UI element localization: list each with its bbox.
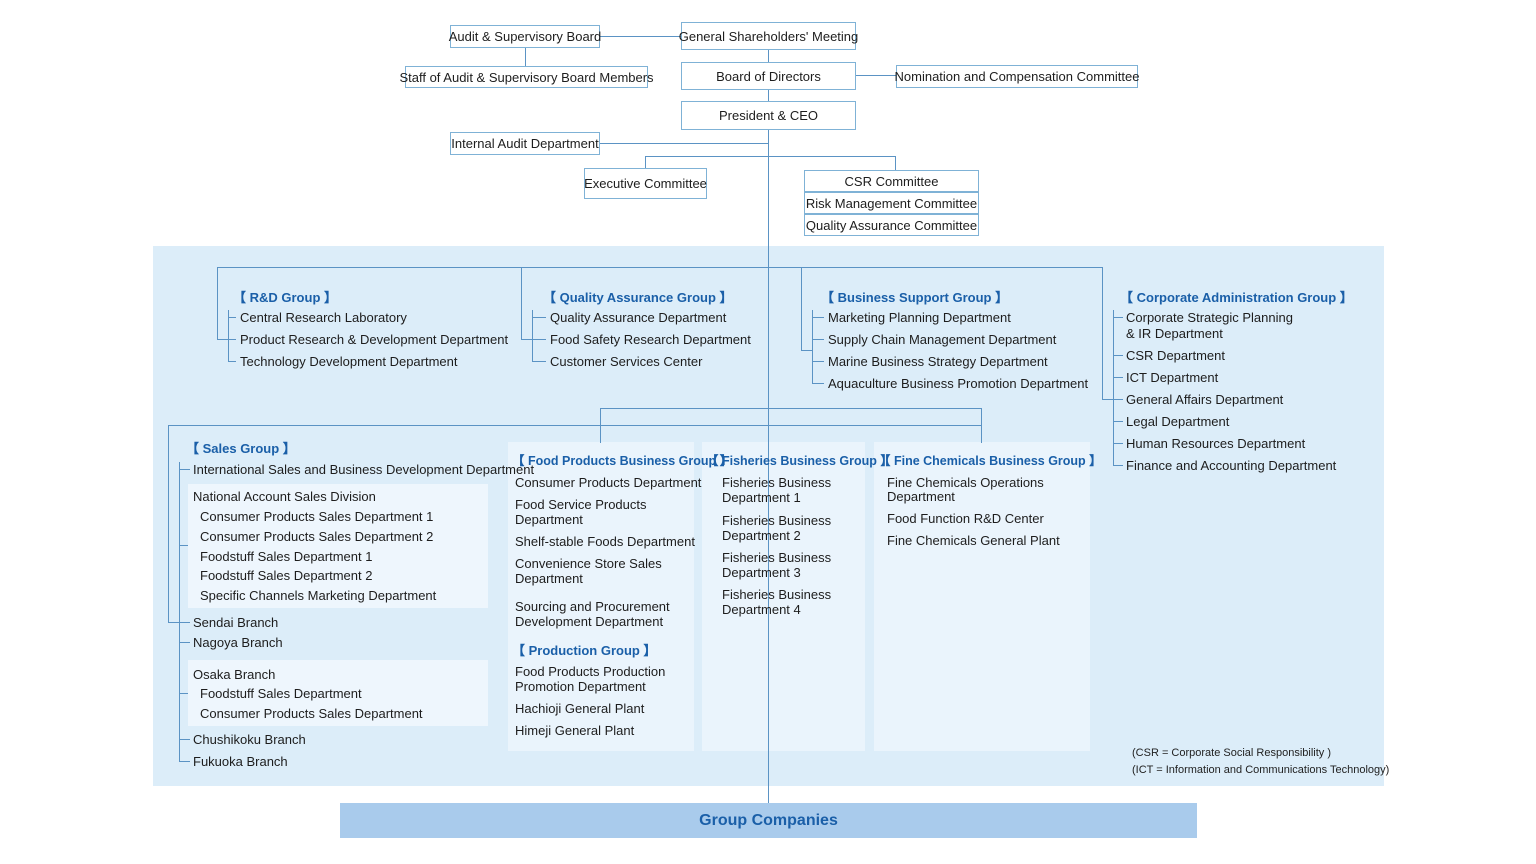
rd-item: Central Research Laboratory	[240, 310, 407, 325]
president-ceo-box: President & CEO	[681, 101, 856, 130]
audit-staff-box: Staff of Audit & Supervisory Board Membe…	[399, 66, 654, 88]
ict-note: (ICT = Information and Communications Te…	[1132, 764, 1390, 776]
qa-item: Quality Assurance Department	[550, 310, 727, 325]
ca-item: Legal Department	[1126, 414, 1230, 429]
fine-chemicals-panel	[874, 442, 1090, 751]
ca-item: ICT Department	[1126, 370, 1219, 385]
sales-chushikoku: Chushikoku Branch	[193, 732, 306, 747]
fisheries-panel	[702, 442, 865, 751]
internal-audit-box: Internal Audit Department	[450, 132, 600, 155]
sales-group-title: 【 Sales Group 】	[186, 441, 296, 456]
food-item: Food Service Products	[515, 497, 647, 512]
business-support-group-title: 【 Business Support Group 】	[821, 290, 1009, 305]
bs-item: Marine Business Strategy Department	[828, 354, 1048, 369]
ca-item: & IR Department	[1126, 326, 1223, 341]
fine-item: Fine Chemicals General Plant	[887, 533, 1060, 548]
fisheries-item: Fisheries Business	[722, 550, 832, 565]
osaka-branch-panel	[188, 660, 488, 726]
fisheries-item: Department 2	[722, 528, 801, 543]
fisheries-item: Department 1	[722, 490, 801, 505]
sales-national-item: Foodstuff Sales Department 1	[200, 549, 373, 564]
food-item: Shelf-stable Foods Department	[515, 534, 695, 549]
bs-item: Aquaculture Business Promotion Departmen…	[828, 376, 1089, 391]
rd-item: Product Research & Development Departmen…	[240, 332, 509, 347]
production-group-title: 【 Production Group 】	[512, 643, 657, 658]
production-item: Food Products Production	[515, 664, 666, 679]
bs-item: Marketing Planning Department	[828, 310, 1011, 325]
sales-national-item: Foodstuff Sales Department 2	[200, 568, 373, 583]
sales-national-division: National Account Sales Division	[193, 489, 376, 504]
board-of-directors-box: Board of Directors	[681, 62, 856, 90]
qa-item: Customer Services Center	[550, 354, 703, 369]
csr-note: (CSR = Corporate Social Responsibility )	[1132, 747, 1331, 759]
rd-group-title: 【 R&D Group 】	[233, 290, 337, 305]
sales-nagoya: Nagoya Branch	[193, 635, 283, 650]
production-item: Hachioji General Plant	[515, 701, 645, 716]
fisheries-item: Department 3	[722, 565, 801, 580]
fisheries-item: Fisheries Business	[722, 475, 832, 490]
fisheries-item: Fisheries Business	[722, 513, 832, 528]
production-item: Himeji General Plant	[515, 723, 635, 738]
sales-international: International Sales and Business Develop…	[193, 462, 535, 477]
production-item: Promotion Department	[515, 679, 646, 694]
ca-item: CSR Department	[1126, 348, 1225, 363]
food-item: Development Department	[515, 614, 664, 629]
fine-item: Food Function R&D Center	[887, 511, 1044, 526]
nomination-committee-box: Nomination and Compensation Committee	[895, 65, 1139, 88]
fisheries-item: Department 4	[722, 602, 801, 617]
food-item: Sourcing and Procurement	[515, 599, 670, 614]
sales-fukuoka: Fukuoka Branch	[193, 754, 288, 769]
ca-item: Finance and Accounting Department	[1126, 458, 1337, 473]
fine-item: Fine Chemicals Operations	[887, 475, 1044, 490]
sales-osaka-item: Foodstuff Sales Department	[200, 686, 362, 701]
food-item: Consumer Products Department	[515, 475, 702, 490]
sales-osaka: Osaka Branch	[193, 667, 276, 682]
csr-committee-box: CSR Committee	[804, 170, 979, 192]
risk-management-committee-box: Risk Management Committee	[804, 192, 979, 214]
general-shareholders-meeting-box: General Shareholders' Meeting	[679, 22, 858, 50]
qa-item: Food Safety Research Department	[550, 332, 751, 347]
fine-item: Department	[887, 489, 955, 504]
sales-national-item: Specific Channels Marketing Department	[200, 588, 437, 603]
food-item: Convenience Store Sales	[515, 556, 662, 571]
national-account-panel	[188, 484, 488, 608]
sales-osaka-item: Consumer Products Sales Department	[200, 706, 423, 721]
qa-group-title: 【 Quality Assurance Group 】	[543, 290, 733, 305]
group-companies-bar: Group Companies	[340, 803, 1197, 838]
food-item: Department	[515, 512, 583, 527]
food-products-group-title: 【 Food Products Business Group 】	[512, 454, 733, 468]
sales-sendai: Sendai Branch	[193, 615, 279, 630]
sales-national-item: Consumer Products Sales Department 1	[200, 509, 434, 524]
executive-committee-box: Executive Committee	[584, 168, 707, 199]
ca-item: Corporate Strategic Planning	[1126, 310, 1293, 325]
rd-item: Technology Development Department	[240, 354, 458, 369]
audit-supervisory-board-box: Audit & Supervisory Board	[449, 25, 601, 48]
quality-assurance-committee-box: Quality Assurance Committee	[804, 214, 979, 236]
food-item: Department	[515, 571, 583, 586]
fisheries-group-title: 【 Fisheries Business Group 】	[706, 454, 893, 468]
ca-item: General Affairs Department	[1126, 392, 1284, 407]
fisheries-item: Fisheries Business	[722, 587, 832, 602]
fine-chemicals-group-title: 【 Fine Chemicals Business Group 】	[878, 454, 1102, 468]
corporate-admin-group-title: 【 Corporate Administration Group 】	[1120, 290, 1353, 305]
ca-item: Human Resources Department	[1126, 436, 1306, 451]
sales-national-item: Consumer Products Sales Department 2	[200, 529, 434, 544]
bs-item: Supply Chain Management Department	[828, 332, 1057, 347]
food-products-panel	[508, 442, 694, 751]
